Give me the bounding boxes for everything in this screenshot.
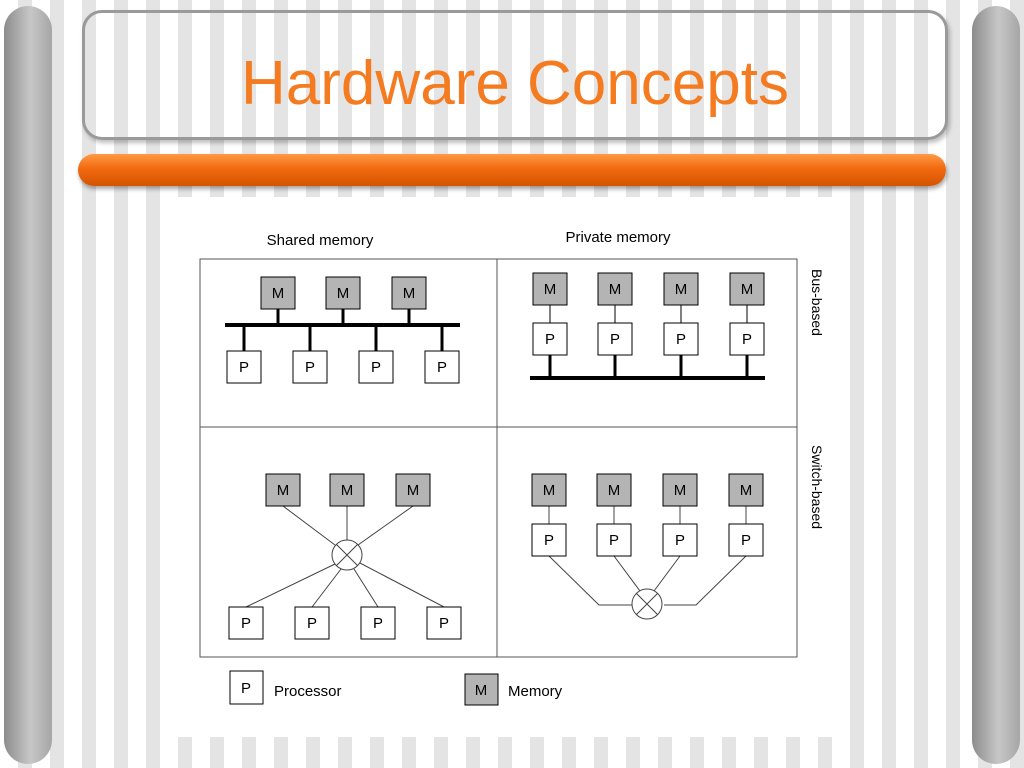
column-label-shared-memory: Shared memory xyxy=(267,232,374,249)
processor-box: P xyxy=(728,523,764,557)
memory-box: M xyxy=(663,272,699,306)
svg-text:P: P xyxy=(609,532,619,549)
svg-text:M: M xyxy=(337,285,350,302)
memory-box: M xyxy=(531,473,567,507)
row-label-switch-based: Switch-based xyxy=(809,445,825,529)
svg-text:M: M xyxy=(741,281,754,298)
processor-box: P xyxy=(424,350,460,384)
processor-box: P xyxy=(292,350,328,384)
quadrant-private-switch: M M M M P P P P xyxy=(531,473,764,620)
memory-box: M xyxy=(597,272,633,306)
memory-box: M xyxy=(325,276,361,310)
svg-text:M: M xyxy=(675,281,688,298)
legend-memory-box: M xyxy=(464,673,499,706)
processor-box: P xyxy=(531,523,567,557)
svg-text:M: M xyxy=(674,482,687,499)
svg-text:M: M xyxy=(341,482,354,499)
quadrant-private-bus: M M M M P P P P xyxy=(530,272,765,380)
right-decor-bar xyxy=(972,6,1020,764)
legend-processor-box: P xyxy=(229,670,264,705)
legend-processor-text: Processor xyxy=(274,683,342,700)
processor-box: P xyxy=(360,606,396,640)
svg-text:M: M xyxy=(608,482,621,499)
svg-text:P: P xyxy=(439,615,449,632)
svg-text:M: M xyxy=(609,281,622,298)
left-decor-bar xyxy=(4,6,52,764)
svg-text:M: M xyxy=(407,482,420,499)
slide-title: Hardware Concepts xyxy=(241,49,789,118)
svg-text:P: P xyxy=(741,532,751,549)
quadrant-shared-switch: M M M P P P P xyxy=(228,473,462,640)
svg-text:P: P xyxy=(742,331,752,348)
memory-box: M xyxy=(260,276,296,310)
memory-box: M xyxy=(662,473,698,507)
svg-text:M: M xyxy=(543,482,556,499)
svg-text:P: P xyxy=(544,532,554,549)
processor-box: P xyxy=(226,350,262,384)
svg-text:P: P xyxy=(676,331,686,348)
crossbar-switch-icon xyxy=(331,539,363,571)
svg-text:P: P xyxy=(610,331,620,348)
svg-text:M: M xyxy=(740,482,753,499)
legend-memory-text: Memory xyxy=(508,683,563,700)
processor-box: P xyxy=(663,322,699,356)
processor-box: P xyxy=(662,523,698,557)
memory-box: M xyxy=(265,473,301,507)
hardware-diagram: Shared memory Private memory Bus-based S… xyxy=(170,197,850,737)
processor-box: P xyxy=(358,350,394,384)
svg-text:M: M xyxy=(403,285,416,302)
svg-text:M: M xyxy=(544,281,557,298)
svg-text:P: P xyxy=(305,359,315,376)
processor-box: P xyxy=(532,322,568,356)
memory-box: M xyxy=(729,272,765,306)
memory-box: M xyxy=(391,276,427,310)
svg-text:P: P xyxy=(241,615,251,632)
svg-text:M: M xyxy=(272,285,285,302)
processor-box: P xyxy=(228,606,264,640)
memory-box: M xyxy=(395,473,431,507)
quadrant-shared-bus: M M M P P P P xyxy=(225,276,460,384)
memory-box: M xyxy=(532,272,568,306)
svg-text:M: M xyxy=(277,482,290,499)
diagram-svg: Shared memory Private memory Bus-based S… xyxy=(199,229,825,706)
svg-text:P: P xyxy=(307,615,317,632)
svg-text:P: P xyxy=(373,615,383,632)
column-label-private-memory: Private memory xyxy=(565,229,671,246)
processor-box: P xyxy=(596,523,632,557)
crossbar-switch-icon xyxy=(631,588,663,620)
svg-text:P: P xyxy=(371,359,381,376)
processor-box: P xyxy=(729,322,765,356)
svg-text:P: P xyxy=(675,532,685,549)
memory-box: M xyxy=(596,473,632,507)
memory-box: M xyxy=(728,473,764,507)
title-frame xyxy=(82,10,948,140)
legend: P Processor M Memory xyxy=(229,670,563,706)
svg-text:P: P xyxy=(241,680,251,697)
processor-box: P xyxy=(294,606,330,640)
svg-text:M: M xyxy=(475,682,488,699)
row-label-bus-based: Bus-based xyxy=(809,269,825,336)
svg-text:P: P xyxy=(545,331,555,348)
svg-text:P: P xyxy=(239,359,249,376)
memory-box: M xyxy=(329,473,365,507)
processor-box: P xyxy=(597,322,633,356)
title-underline-bar xyxy=(78,154,946,186)
svg-text:P: P xyxy=(437,359,447,376)
grid-border xyxy=(199,258,798,658)
processor-box: P xyxy=(426,606,462,640)
